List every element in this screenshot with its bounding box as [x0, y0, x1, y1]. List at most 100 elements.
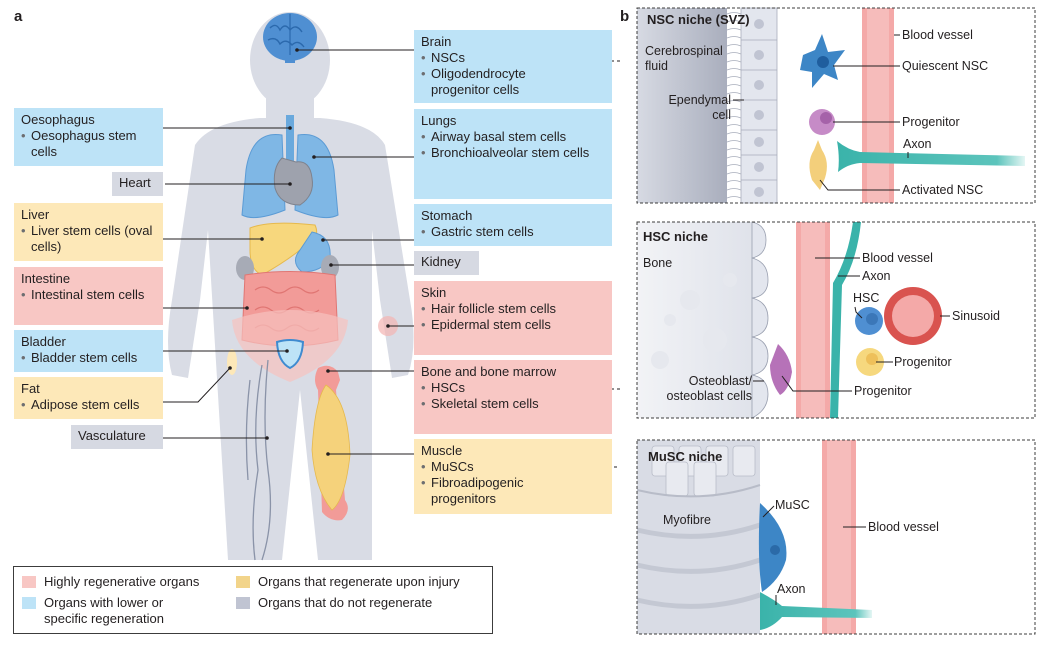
osteoblast-cells [751, 221, 769, 419]
musc-niche-panel [636, 439, 1036, 635]
label-progenitor-purple: Progenitor [854, 384, 912, 398]
hsc-niche-panel [636, 221, 1036, 419]
hsc-niche-title: HSC niche [643, 229, 709, 244]
organ-title: Lungs [421, 113, 457, 128]
legend-item-highly-regenerative: Highly regenerative organs [22, 574, 199, 590]
organ-box-liver: Liver Liver stem cells (oval cells) [14, 203, 163, 261]
legend-swatch [22, 576, 36, 588]
label-osteoblast: Osteoblast/ osteoblast cells [666, 374, 752, 403]
body-illustration [163, 12, 620, 561]
label-blood-vessel-hsc: Blood vessel [862, 251, 933, 265]
axon-hsc [830, 222, 861, 418]
muscle-icon [311, 384, 351, 511]
legend-item-do-not-regenerate: Organs that do not regenerate [236, 595, 432, 611]
label-progenitor-nsc: Progenitor [902, 115, 960, 129]
label-bone: Bone [643, 256, 673, 270]
label-sinusoid: Sinusoid [952, 309, 1000, 323]
organ-box-muscle: Muscle MuSCs Fibroadipogenic progenitors [414, 439, 612, 514]
musc-niche-title: MuSC niche [648, 449, 723, 464]
stem-cell-item: Adipose stem cells [21, 397, 156, 413]
organ-title: Intestine [21, 271, 71, 286]
label-quiescent-nsc: Quiescent NSC [902, 59, 989, 73]
vasculature-icon [245, 359, 272, 561]
label-axon-hsc: Axon [862, 269, 891, 283]
label-ependymal-cell: Ependymal cell [668, 93, 731, 122]
panel-label-b: b [620, 8, 630, 25]
panel-label-a: a [14, 8, 23, 25]
organ-title: Skin [421, 285, 447, 300]
bladder-icon [275, 339, 305, 370]
leader-lines [163, 49, 414, 455]
organ-title: Bone and bone marrow [421, 364, 557, 379]
stem-cell-item: Epidermal stem cells [421, 317, 605, 333]
stem-cell-item: MuSCs [421, 459, 605, 475]
legend-item-regenerate-upon-injury: Organs that regenerate upon injury [236, 574, 460, 590]
label-cerebrospinal-fluid: Cerebrospinal fluid [645, 44, 723, 73]
organ-title: Liver [21, 207, 50, 222]
organ-box-skin: Skin Hair follicle stem cells Epidermal … [414, 281, 612, 355]
stem-cell-item: Bronchioalveolar stem cells [421, 145, 591, 161]
label-axon-nsc: Axon [903, 137, 932, 151]
nsc-niche-panel [636, 7, 1036, 204]
legend-swatch [236, 576, 250, 588]
progenitor-cell-purple [770, 344, 792, 395]
stem-cell-item: Oesophagus stem cells [21, 128, 156, 160]
legend: Highly regenerative organs Organs that r… [13, 566, 493, 634]
organ-box-lungs: Lungs Airway basal stem cells Bronchioal… [414, 109, 612, 199]
organ-box-intestine: Intestine Intestinal stem cells [14, 267, 163, 325]
legend-swatch [236, 597, 250, 609]
label-progenitor-yellow: Progenitor [894, 355, 952, 369]
organ-box-brain: Brain NSCs Oligodendrocyte progenitor ce… [414, 30, 612, 103]
stem-cell-item: Skeletal stem cells [421, 396, 605, 412]
legend-label: Highly regenerative organs [44, 574, 200, 589]
brain-icon [263, 13, 317, 63]
stem-cell-item: Hair follicle stem cells [421, 301, 605, 317]
organ-box-kidney: Kidney [414, 251, 479, 275]
legend-label: Organs with lower or specific regenerati… [44, 595, 164, 626]
label-axon-musc: Axon [777, 582, 806, 596]
axon-musc [760, 592, 872, 630]
stem-cell-item: Gastric stem cells [421, 224, 605, 240]
ependymal-layer [740, 7, 778, 204]
legend-swatch [22, 597, 36, 609]
organ-box-heart: Heart [112, 172, 163, 196]
oesophagus-icon [286, 115, 294, 165]
organ-title: Brain [421, 34, 452, 49]
label-hsc: HSC [853, 291, 880, 305]
stem-cell-item: Airway basal stem cells [421, 129, 605, 145]
stem-cell-item: HSCs [421, 380, 605, 396]
stomach-icon [295, 231, 331, 273]
axon-nsc [837, 141, 1025, 172]
stem-cell-item: Intestinal stem cells [21, 287, 156, 303]
hsc-niche-frame [636, 221, 1036, 419]
legend-label: Organs that do not regenerate [258, 595, 433, 610]
label-musc: MuSC [775, 498, 810, 512]
stem-cell-item: Fibroadipogenic progenitors [421, 475, 571, 507]
legend-label: Organs that regenerate upon injury [258, 574, 460, 589]
activated-nsc-cell [809, 140, 827, 190]
organ-title: Muscle [421, 443, 463, 458]
nsc-niche-title: NSC niche (SVZ) [647, 12, 750, 27]
heart-icon [273, 157, 313, 206]
organ-title: Oesophagus [21, 112, 95, 127]
label-myofibre: Myofibre [663, 513, 711, 527]
organ-title: Bladder [21, 334, 66, 349]
stem-cell-item: NSCs [421, 50, 605, 66]
stem-cell-item: Bladder stem cells [21, 350, 156, 366]
label-activated-nsc: Activated NSC [902, 183, 984, 197]
csf-region [637, 8, 727, 203]
organ-title: Stomach [421, 208, 473, 223]
musc-niche-frame [636, 439, 1036, 635]
organ-title: Fat [21, 381, 40, 396]
label-blood-vessel-nsc: Blood vessel [902, 28, 973, 42]
legend-item-lower-regeneration: Organs with lower or specific regenerati… [22, 595, 222, 627]
organ-box-bone-marrow: Bone and bone marrow HSCs Skeletal stem … [414, 360, 612, 434]
label-blood-vessel-musc: Blood vessel [868, 520, 939, 534]
leader-dots [228, 48, 390, 456]
organ-box-stomach: Stomach Gastric stem cells [414, 204, 612, 246]
organ-box-oesophagus: Oesophagus Oesophagus stem cells [14, 108, 163, 166]
stem-cell-item: Liver stem cells (oval cells) [21, 223, 156, 255]
stem-cell-item: Oligodendrocyte progenitor cells [421, 66, 581, 98]
organ-box-fat: Fat Adipose stem cells [14, 377, 163, 419]
